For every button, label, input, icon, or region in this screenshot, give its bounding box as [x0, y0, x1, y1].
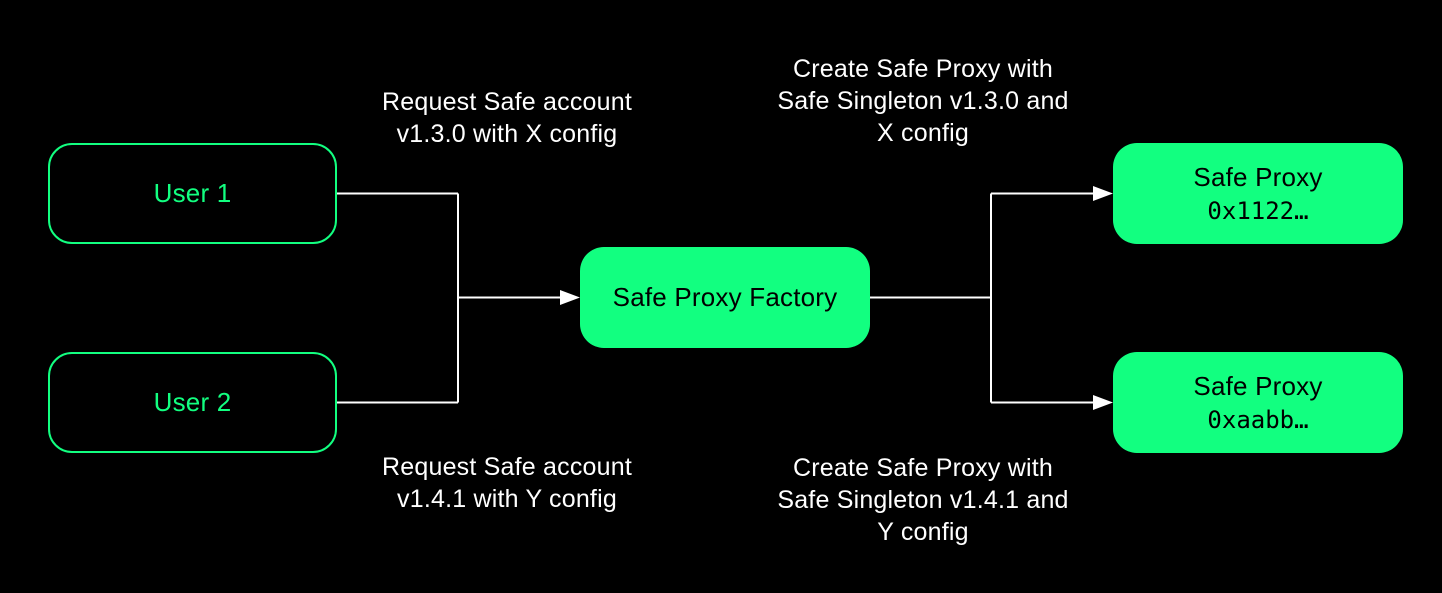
safe-proxy-1-address: 0x1122…	[1207, 197, 1309, 225]
safe-proxy-2-address: 0xaabb…	[1207, 406, 1309, 434]
arrowhead-proxy2	[1093, 395, 1113, 410]
arrowhead-proxy1	[1093, 186, 1113, 201]
safe-proxy-factory-node: Safe Proxy Factory	[580, 247, 870, 348]
arrowhead-factory	[560, 290, 580, 305]
edge-label-line: Create Safe Proxy with	[792, 55, 1054, 83]
edge-label-line: Request Safe account	[382, 88, 632, 116]
user2-node: User 2	[48, 352, 337, 453]
edge-label-request-v141: Request Safe account v1.4.1 with Y confi…	[330, 451, 684, 515]
user1-node: User 1	[48, 143, 337, 244]
edge-label-line: Safe Singleton v1.4.1 and	[777, 486, 1069, 514]
edge-label-line: v1.3.0 with X config	[396, 120, 618, 148]
edge-label-line: Y config	[877, 518, 969, 546]
edge-label-create-v130: Create Safe Proxy with Safe Singleton v1…	[735, 53, 1111, 149]
safe-proxy-1-node: Safe Proxy 0x1122…	[1113, 143, 1403, 244]
user2-label: User 2	[153, 387, 232, 417]
edge-label-create-v141: Create Safe Proxy with Safe Singleton v1…	[735, 452, 1111, 548]
edge-label-line: X config	[877, 119, 969, 147]
edge-label-line: Create Safe Proxy with	[792, 454, 1054, 482]
safe-proxy-2-title: Safe Proxy	[1193, 371, 1323, 401]
edge-label-request-v130: Request Safe account v1.3.0 with X confi…	[330, 86, 684, 150]
edge-label-line: v1.4.1 with Y config	[397, 485, 617, 513]
safe-proxy-1-title: Safe Proxy	[1193, 162, 1323, 192]
safe-proxy-factory-label: Safe Proxy Factory	[612, 282, 838, 312]
safe-proxy-2-node: Safe Proxy 0xaabb…	[1113, 352, 1403, 453]
user1-label: User 1	[153, 178, 232, 208]
edge-label-line: Request Safe account	[382, 453, 632, 481]
edge-label-line: Safe Singleton v1.3.0 and	[777, 87, 1069, 115]
